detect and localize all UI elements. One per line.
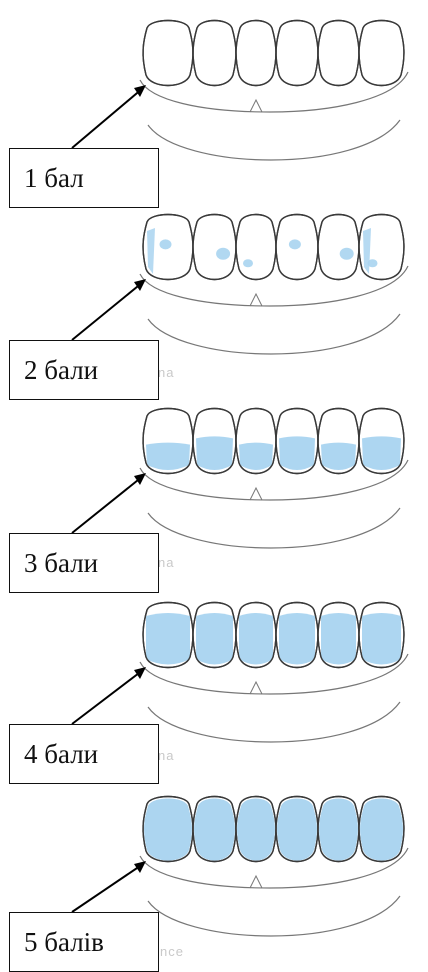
- frenum-line: [250, 100, 262, 112]
- plaque-full: [277, 799, 317, 861]
- plaque-full: [237, 799, 275, 861]
- plaque-full: [319, 799, 358, 861]
- plaque-spot: [340, 248, 354, 260]
- arrow-line: [72, 88, 143, 148]
- score-label: 3 бали: [24, 548, 98, 579]
- arrow-line: [72, 670, 143, 724]
- tooth: [276, 21, 318, 86]
- stage-panel: nce 5 балів: [0, 776, 428, 970]
- tooth: [318, 215, 359, 280]
- plaque-full: [194, 799, 235, 861]
- tooth: [193, 409, 236, 474]
- plaque-band: [239, 443, 273, 470]
- tooth: [193, 797, 236, 862]
- tooth: [359, 797, 404, 862]
- plaque-band: [196, 613, 233, 665]
- lip-outline: [148, 314, 400, 354]
- score-label: 5 балів: [24, 927, 104, 958]
- tooth: [276, 409, 318, 474]
- tooth: [359, 21, 404, 86]
- plaque-spot: [160, 239, 172, 249]
- tooth: [143, 409, 193, 474]
- lip-outline: [148, 120, 400, 160]
- frenum-line: [250, 488, 262, 500]
- arrow-head: [134, 279, 146, 291]
- faint-caption: na: [158, 748, 174, 763]
- tooth: [193, 215, 236, 280]
- tooth: [143, 603, 193, 668]
- plaque-spot: [216, 248, 230, 260]
- plaque-band: [239, 613, 273, 665]
- tooth: [359, 215, 404, 280]
- lip-outline: [148, 702, 400, 742]
- plaque-band: [362, 436, 401, 470]
- score-label-box: 5 балів: [9, 912, 159, 972]
- arrow-line: [72, 476, 143, 533]
- stage-panel: na 3 бали: [0, 388, 428, 582]
- tooth: [276, 215, 318, 280]
- frenum-line: [250, 682, 262, 694]
- tooth: [236, 797, 276, 862]
- score-label: 2 бали: [24, 355, 98, 386]
- plaque-full: [144, 799, 192, 861]
- stage-panel: 1 бал: [0, 0, 428, 194]
- plaque-band: [146, 443, 190, 470]
- arrow-line: [72, 864, 143, 912]
- tooth: [359, 603, 404, 668]
- arrow-line: [72, 282, 143, 340]
- tooth: [359, 409, 404, 474]
- tooth: [276, 603, 318, 668]
- arrow-head: [134, 667, 146, 679]
- frenum-line: [250, 876, 262, 888]
- plaque-band: [321, 443, 356, 470]
- faint-caption: nce: [160, 944, 184, 959]
- arrow-head: [134, 473, 146, 485]
- plaque-band: [279, 613, 315, 665]
- lip-outline: [148, 508, 400, 548]
- tooth: [236, 215, 276, 280]
- faint-caption: na: [158, 365, 174, 380]
- tooth: [193, 603, 236, 668]
- plaque-band: [279, 436, 315, 470]
- stage-panel: na 2 бали: [0, 194, 428, 388]
- plaque-full: [360, 799, 403, 861]
- tooth: [236, 603, 276, 668]
- tooth: [318, 797, 359, 862]
- tooth: [276, 797, 318, 862]
- tooth: [236, 21, 276, 86]
- lip-outline: [148, 896, 400, 936]
- score-label: 4 бали: [24, 739, 98, 770]
- tooth: [318, 409, 359, 474]
- frenum-line: [250, 294, 262, 306]
- score-label-box: 4 бали: [9, 724, 159, 784]
- stage-panel: na 4 бали: [0, 582, 428, 776]
- arrow-head: [134, 861, 146, 873]
- score-label: 1 бал: [24, 163, 84, 194]
- faint-caption: na: [158, 555, 174, 570]
- plaque-band: [321, 613, 356, 665]
- tooth: [236, 409, 276, 474]
- tooth: [318, 21, 359, 86]
- tooth: [193, 21, 236, 86]
- plaque-band: [146, 613, 190, 665]
- tooth: [143, 797, 193, 862]
- tooth: [143, 215, 193, 280]
- tooth: [143, 21, 193, 86]
- plaque-spot: [243, 259, 253, 267]
- plaque-spot: [289, 239, 301, 249]
- tooth: [318, 603, 359, 668]
- plaque-band: [362, 613, 401, 665]
- plaque-band: [196, 436, 233, 470]
